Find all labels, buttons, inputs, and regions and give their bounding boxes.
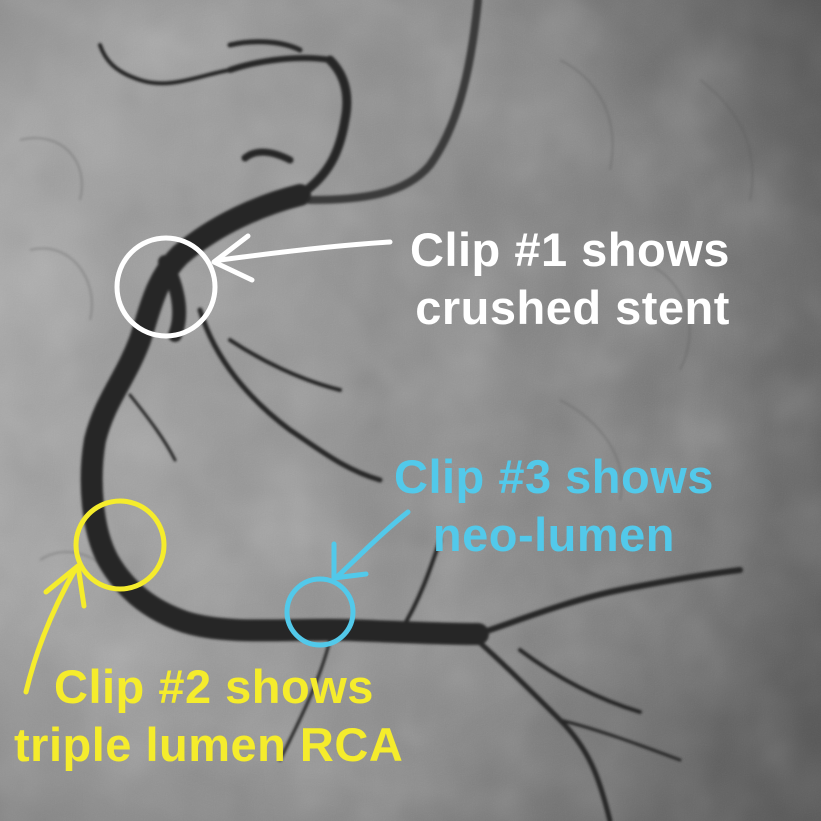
clip-2-arrow <box>23 563 87 695</box>
clip-1-label: Clip #1 shows crushed stent <box>410 221 730 337</box>
clip-3-circle <box>284 576 356 648</box>
clip-2-label-line-1: Clip #2 shows <box>54 660 374 713</box>
guide-catheter <box>306 0 482 204</box>
clip-3-arrow <box>331 509 411 581</box>
rca-vessel <box>80 39 743 821</box>
clip-1-arrow <box>211 233 393 283</box>
clip-3-label-line-2: neo-lumen <box>432 508 676 561</box>
clip-2-circle <box>73 498 167 592</box>
clip-2-label-line-2: triple lumen RCA <box>14 718 404 771</box>
clip-1-circle <box>114 235 218 339</box>
background-structures <box>19 59 754 591</box>
clip-2-label: Clip #2 shows triple lumen RCA <box>14 658 403 774</box>
clip-1-label-line-1: Clip #1 shows <box>410 223 730 276</box>
clip-3-label-line-1: Clip #3 shows <box>394 450 714 503</box>
clip-1-label-line-2: crushed stent <box>415 281 730 334</box>
clip-3-label: Clip #3 shows neo-lumen <box>394 448 714 564</box>
